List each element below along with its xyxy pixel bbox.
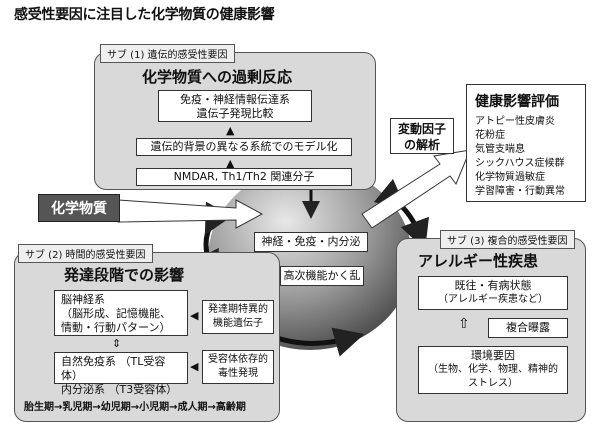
center-label-disruption: 高次機能かく乱 [280, 266, 364, 286]
modifier-line2: の解析 [403, 138, 440, 152]
sub3-box-combined-exposure: 複合曝露 [488, 318, 568, 338]
sub2-tag: サブ (2) 時間的感受性要因 [18, 244, 153, 263]
receptor-line1: 受容体依存的 [208, 354, 268, 365]
modifier-line1: 変動因子 [397, 122, 446, 136]
sub2-heading: 発達段階での影響 [64, 266, 185, 284]
sub2-box-dev-genes: 発達期特異的 機能遺伝子 [202, 300, 274, 334]
sub3-box-history: 既往・有病状態 （アレルギー疾患など） [418, 276, 568, 310]
sub2-box-immune: 自然免疫系 （TL受容体） 内分泌系 （T3受容体） [54, 352, 188, 396]
environment-line3: ストレス） [468, 378, 518, 389]
dev-genes-line2: 機能遺伝子 [213, 318, 263, 329]
sub2-box-receptor: 受容体依存的 毒性発現 [202, 350, 274, 384]
chemical-arrow [117, 199, 264, 229]
sub1-box-model: 遺伝的背景の異なる系統でのモデル化 [136, 138, 352, 156]
immune-line1: 自然免疫系 （TL受容体） [61, 355, 166, 382]
brain-line3: 情動・行動パターン） [61, 321, 171, 334]
modifier-analysis-box: 変動因子 の解析 [390, 118, 454, 154]
life-stage-timeline: 胎生期→乳児期→幼児期→小児期→成人期→高齢期 [24, 402, 246, 413]
page-title: 感受性要因に注目した化学物質の健康影響 [14, 7, 275, 23]
history-line2: （アレルギー疾患など） [438, 294, 548, 305]
chemical-box: 化学物質 [38, 194, 120, 222]
sub1-tag: サブ (1) 遺伝的感受性要因 [100, 44, 235, 63]
left-arrow-icon: ◀ [190, 309, 199, 322]
immune-line2: 内分泌系 （T3受容体） [61, 383, 178, 396]
health-item: 花粉症 [475, 130, 505, 141]
health-evaluation-box: 健康影響評価 アトピー性皮膚炎 花粉症 気管支喘息 シックハウス症候群 化学物質… [466, 84, 586, 202]
health-item: 気管支喘息 [475, 144, 525, 155]
up-arrow-icon-3: ⇧ [458, 316, 470, 332]
up-arrow-icon: ▲ [226, 124, 235, 137]
sub2-panel [14, 252, 280, 422]
sub1-box1-line1: 免疫・神経情報伝達系 [180, 93, 290, 106]
sub1-box-gene-expression: 免疫・神経情報伝達系 遺伝子発現比較 [158, 90, 312, 122]
environment-line1: 環境要因 [471, 349, 515, 362]
history-line1: 既往・有病状態 [454, 279, 532, 292]
updown-arrow-icon: ⇕ [112, 337, 122, 350]
sub3-heading: アレルギー性疾患 [418, 252, 539, 270]
dev-genes-line1: 発達期特異的 [208, 304, 268, 315]
center-label-neuro-immune: 神経・免疫・内分泌 [254, 232, 368, 252]
sub1-box1-line2: 遺伝子発現比較 [196, 107, 274, 120]
sub1-box-molecules: NMDAR, Th1/Th2 関連分子 [136, 168, 352, 186]
receptor-line2: 毒性発現 [218, 368, 258, 379]
sub2-box-brain: 脳神経系 （脳形成、記憶機能、 情動・行動パターン） [54, 290, 188, 336]
sub1-heading: 化学物質への過剰反応 [142, 68, 293, 86]
brain-line2: （脳形成、記憶機能、 [61, 307, 171, 320]
health-item: 学習障害・行動異常 [475, 186, 565, 197]
health-heading: 健康影響評価 [475, 94, 559, 110]
health-item: シックハウス症候群 [475, 158, 565, 169]
health-item: アトピー性皮膚炎 [475, 116, 555, 127]
sub3-box-environment: 環境要因 （生物、化学、物理、精神的 ストレス） [418, 346, 568, 394]
up-arrow-icon-2: ▲ [226, 157, 235, 170]
brain-line1: 脳神経系 [61, 293, 105, 306]
environment-line2: （生物、化学、物理、精神的 [428, 364, 558, 375]
sub3-tag: サブ (3) 複合的感受性要因 [440, 230, 575, 249]
left-arrow-icon-2: ◀ [190, 360, 199, 373]
health-item: 化学物質過敏症 [475, 172, 545, 183]
health-arrow [361, 149, 471, 229]
